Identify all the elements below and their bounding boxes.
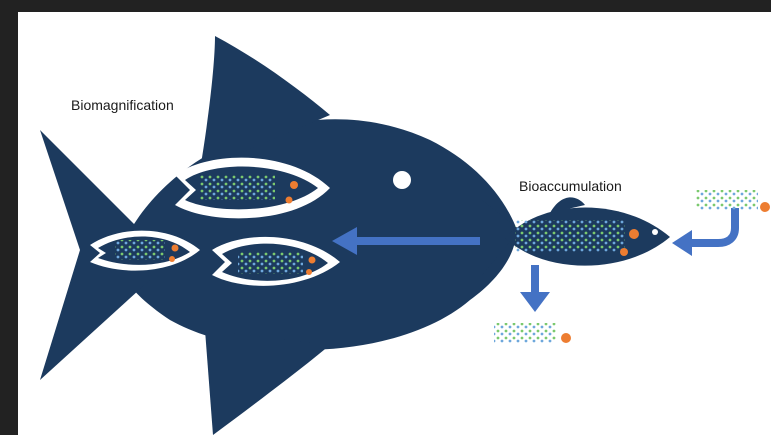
large-fish-eye — [393, 171, 411, 189]
bioaccumulation-label: Bioaccumulation — [519, 178, 622, 194]
biomagnification-label: Biomagnification — [71, 97, 174, 113]
